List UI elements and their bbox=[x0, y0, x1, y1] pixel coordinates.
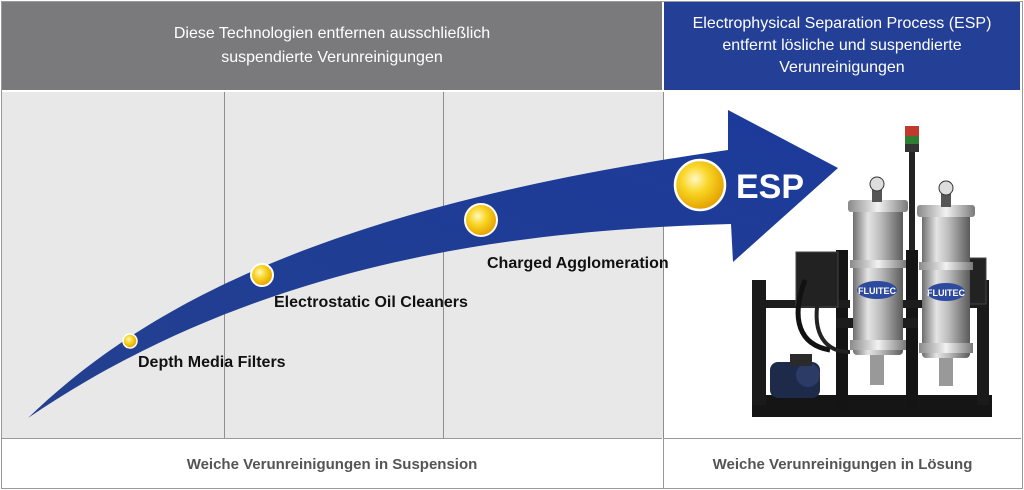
header-right-text: Electrophysical Separation Process (ESP)… bbox=[692, 15, 992, 76]
column-depth-media bbox=[2, 92, 224, 438]
column-agglomeration bbox=[444, 92, 663, 438]
stage-label-agglomeration: Charged Agglomeration bbox=[487, 255, 669, 272]
footer-left-text: Weiche Verunreinigungen in Suspension bbox=[186, 455, 478, 473]
footer-left: Weiche Verunreinigungen in Suspension bbox=[2, 438, 662, 489]
brand-text-left: FLUITEC bbox=[858, 286, 896, 296]
brand-text-right: FLUITEC bbox=[927, 288, 965, 298]
column-divider bbox=[443, 92, 444, 438]
header-left-text: Diese Technologien entfernen ausschließl… bbox=[173, 25, 491, 66]
column-divider bbox=[224, 92, 225, 438]
stage-label-depth-media: Depth Media Filters bbox=[138, 354, 286, 371]
footer-right: Weiche Verunreinigungen in Lösung bbox=[663, 438, 1021, 489]
header-suspended-only: Diese Technologien entfernen ausschließl… bbox=[2, 2, 662, 90]
footer-right-text: Weiche Verunreinigungen in Lösung bbox=[712, 455, 973, 473]
esp-label: ESP bbox=[736, 168, 804, 206]
column-divider bbox=[663, 92, 664, 438]
stage-label-electrostatic: Electrostatic Oil Cleaners bbox=[274, 294, 468, 311]
header-esp: Electrophysical Separation Process (ESP)… bbox=[664, 2, 1020, 90]
